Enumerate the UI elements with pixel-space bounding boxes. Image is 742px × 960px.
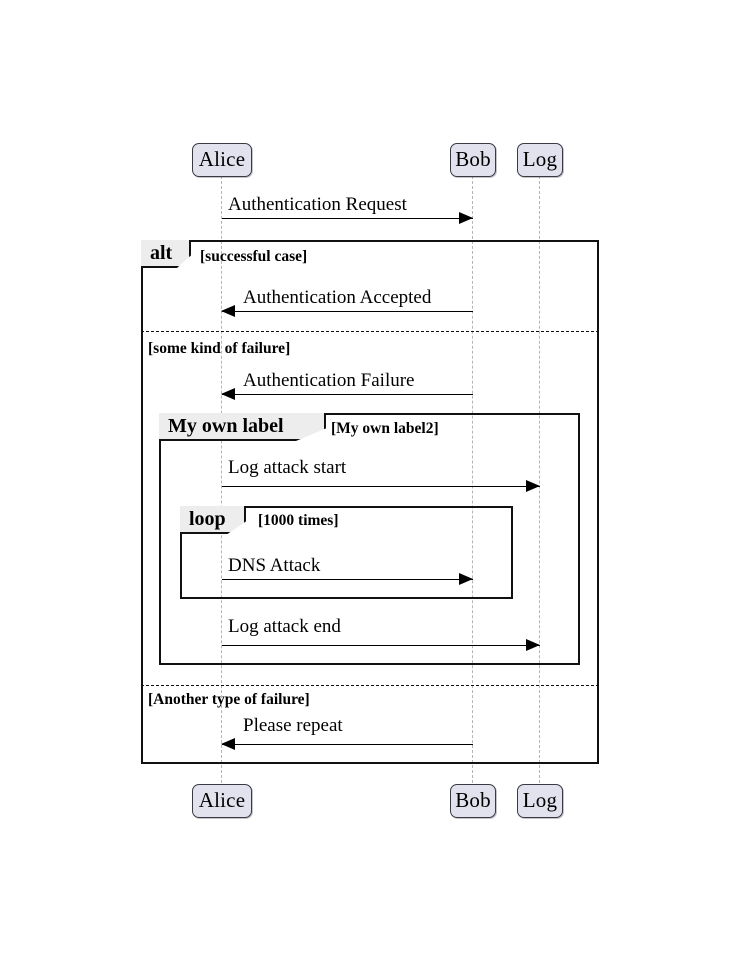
participant-alice-top[interactable]: Alice — [192, 143, 252, 177]
fragment-alt — [141, 240, 599, 764]
fragment-my-own-label — [159, 413, 580, 665]
arrowhead-left-authentication-accepted — [221, 304, 235, 317]
fragment-alt-guard-3: [Another type of failure] — [148, 691, 310, 708]
message-label-please-repeat: Please repeat — [243, 715, 343, 736]
participant-log-bottom[interactable]: Log — [517, 784, 563, 818]
fragment-alt-guard-2: [some kind of failure] — [148, 340, 291, 357]
participant-bob-bottom[interactable]: Bob — [450, 784, 496, 818]
arrowhead-right-authentication-request — [459, 211, 473, 224]
message-label-dns-attack: DNS Attack — [228, 555, 321, 576]
fragment-loop — [180, 506, 513, 599]
fragment-alt-divider-1 — [141, 331, 599, 332]
message-label-authentication-accepted: Authentication Accepted — [243, 287, 432, 308]
message-label-log-attack-start: Log attack start — [228, 457, 347, 478]
arrowhead-right-log-attack-start — [526, 479, 540, 492]
message-line-authentication-failure — [222, 394, 473, 395]
message-line-log-attack-end — [222, 645, 540, 646]
fragment-alt-guard-1: [successful case] — [200, 248, 308, 265]
fragment-loop-guard: [1000 times] — [258, 512, 339, 529]
lifeline-bob — [472, 176, 473, 783]
fragment-alt-divider-2 — [141, 685, 599, 686]
participant-bob-top[interactable]: Bob — [450, 143, 496, 177]
message-line-dns-attack — [222, 579, 473, 580]
arrowhead-right-log-attack-end — [526, 638, 540, 651]
fragment-my-own-label-guard: [My own label2] — [331, 420, 439, 437]
message-label-authentication-request: Authentication Request — [228, 194, 407, 215]
message-label-authentication-failure: Authentication Failure — [243, 370, 415, 391]
message-line-please-repeat — [222, 744, 473, 745]
arrowhead-left-please-repeat — [221, 737, 235, 750]
lifeline-alice — [221, 176, 222, 783]
arrowhead-right-dns-attack — [459, 572, 473, 585]
participant-alice-bottom[interactable]: Alice — [192, 784, 252, 818]
message-line-authentication-request — [222, 218, 473, 219]
arrowhead-left-authentication-failure — [221, 387, 235, 400]
participant-log-top[interactable]: Log — [517, 143, 563, 177]
message-line-log-attack-start — [222, 486, 540, 487]
message-line-authentication-accepted — [222, 311, 473, 312]
fragment-my-own-label-operator-tab[interactable]: My own label — [159, 413, 326, 441]
message-label-log-attack-end: Log attack end — [228, 616, 341, 637]
